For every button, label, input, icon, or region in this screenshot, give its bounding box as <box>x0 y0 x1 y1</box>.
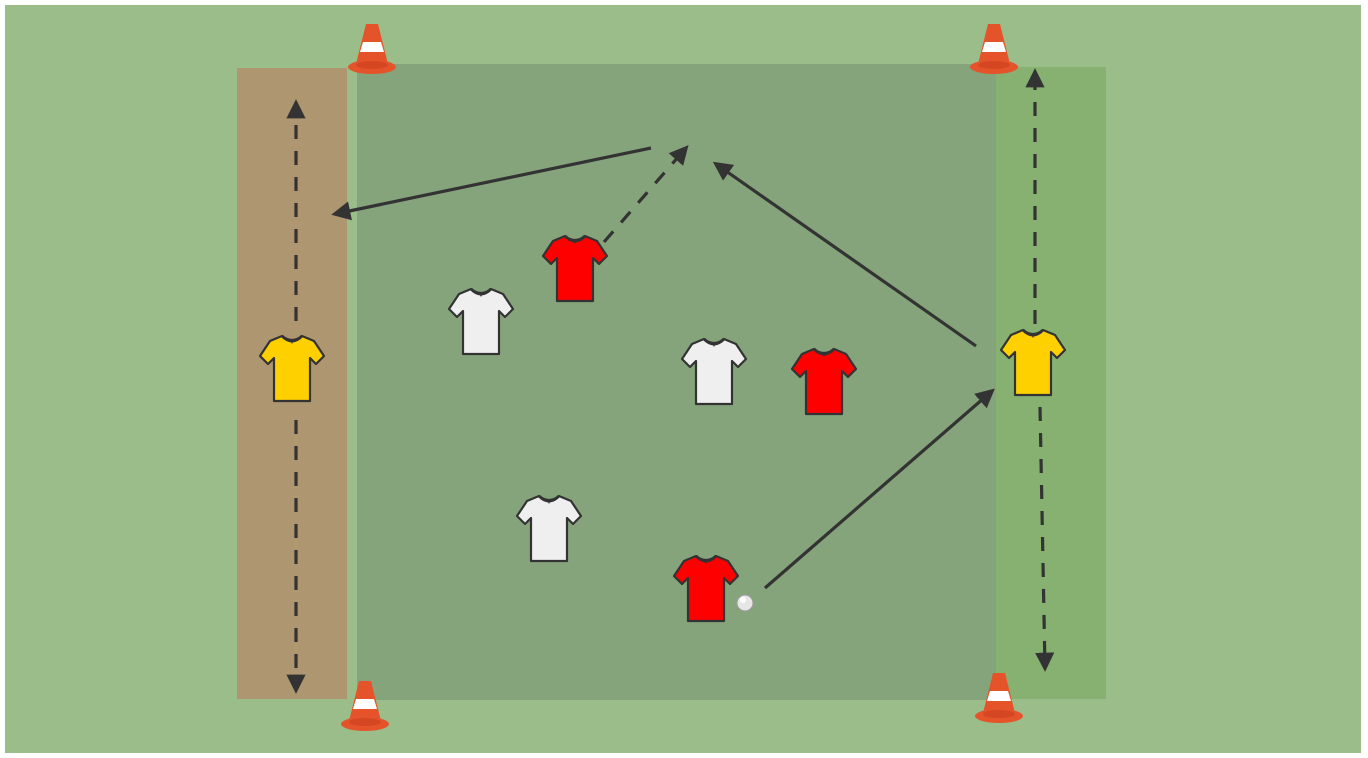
pass-arrow-right-channel-player <box>712 161 977 348</box>
red-top-player-shirt-icon <box>541 234 609 303</box>
run-arrow-red-top-player <box>602 145 689 244</box>
white-middle-player-shirt-icon <box>680 337 748 406</box>
left-channel-player-shirt-icon <box>258 334 326 403</box>
white-top-left-player-shirt-icon <box>447 287 515 356</box>
cone-icon <box>348 24 396 74</box>
cone-icon <box>341 681 389 731</box>
ball-layer <box>736 594 754 612</box>
right-channel-player-shirt-icon <box>999 328 1067 397</box>
cone-icon <box>975 673 1023 723</box>
inner-playing-area <box>357 64 997 700</box>
ball-icon <box>736 594 754 612</box>
red-ball-carrier-shirt-icon <box>672 554 740 623</box>
cones-layer <box>341 24 1023 731</box>
pass-arrow-space-top-middle <box>331 146 652 221</box>
cone-icon <box>970 24 1018 74</box>
red-middle-player-shirt-icon <box>790 347 858 416</box>
white-bottom-player-shirt-icon <box>515 494 583 563</box>
players-layer <box>258 234 1067 623</box>
run-arrow-right-channel-player-1 <box>1035 406 1055 672</box>
movements-layer <box>286 68 1055 694</box>
pass-arrow-red-ball-carrier <box>763 388 995 590</box>
